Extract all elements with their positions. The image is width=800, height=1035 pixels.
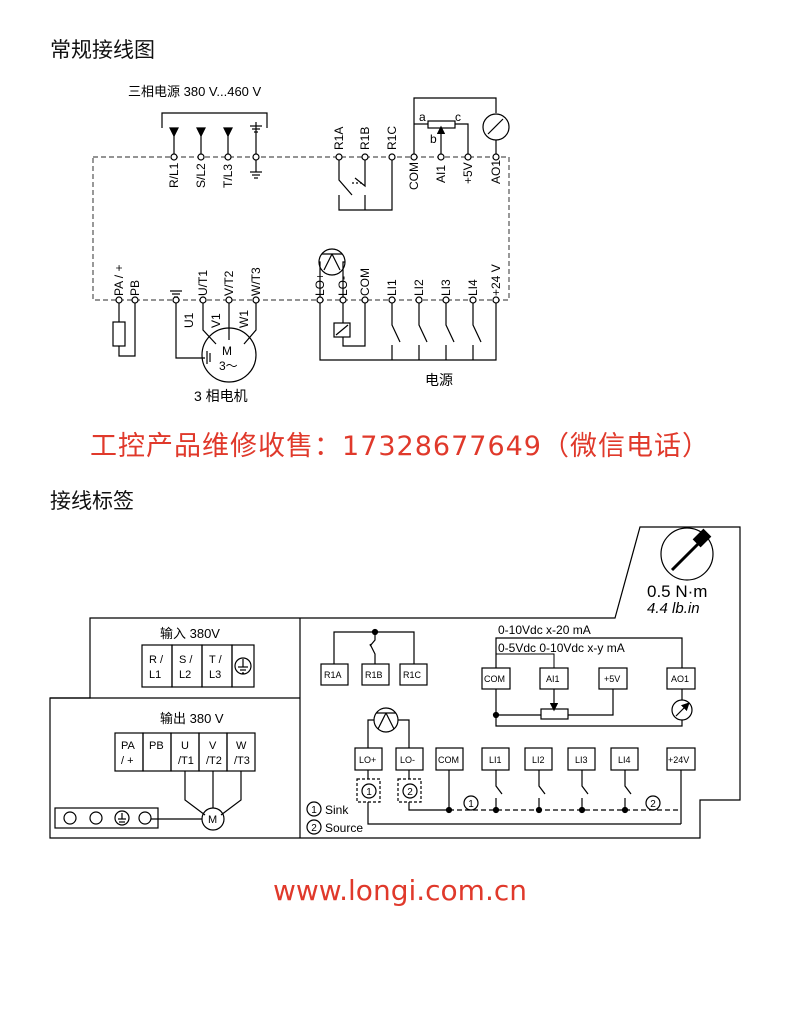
terminal-r-l1: R/L1 — [167, 162, 181, 188]
wiring-label-diagram — [49, 526, 741, 839]
torque-metric: 0.5 N·m — [647, 582, 707, 601]
motor-icon — [201, 327, 257, 383]
motor-symbol: M — [222, 344, 232, 358]
input-s-top: S / — [179, 654, 193, 666]
terminal-r1b: R1B — [358, 127, 372, 150]
terminal-r1c: R1C — [385, 126, 399, 150]
input-s-bottom: L2 — [179, 669, 191, 681]
terminal-lo-minus: LO- — [336, 276, 350, 296]
input-title: 输入 380V — [160, 626, 220, 641]
pot-letter-b: b — [430, 132, 437, 146]
terminal-pb: PB — [128, 280, 142, 296]
box-lo-minus: LO- — [400, 755, 415, 765]
terminal-li2: LI2 — [412, 279, 426, 296]
mark-source-line: 2 — [650, 799, 656, 810]
mark-sink-line: 1 — [468, 799, 474, 810]
terminal-24v: +24 V — [489, 264, 503, 296]
input-r-top: R / — [149, 654, 164, 666]
box-li1: LI1 — [489, 755, 502, 765]
output-pa-top: PA — [121, 740, 136, 752]
output-v-bottom: /T2 — [206, 755, 222, 767]
output-title: 输出 380 V — [160, 711, 224, 726]
output-v-top: V — [209, 740, 217, 752]
box-ao1: AO1 — [671, 674, 689, 684]
box-li2: LI2 — [532, 755, 545, 765]
box-r1b: R1B — [365, 670, 383, 680]
terminal-5v: +5V — [461, 162, 475, 184]
lamp-icon — [318, 248, 346, 276]
website-url[interactable]: www.longi.com.cn — [273, 874, 527, 907]
terminal-u-t1: U/T1 — [196, 270, 210, 296]
input-r-bottom: L1 — [149, 669, 161, 681]
winding-w1: W1 — [237, 310, 251, 328]
box-5v: +5V — [604, 674, 620, 684]
terminal-t-l3: T/L3 — [221, 164, 235, 188]
box-li4: LI4 — [618, 755, 631, 765]
lamp-icon-label — [373, 707, 399, 733]
output-w-bottom: /T3 — [234, 755, 250, 767]
supply-arrow-icons — [169, 122, 262, 179]
input-t-bottom: L3 — [209, 669, 221, 681]
box-ai1: AI1 — [546, 674, 560, 684]
terminal-v-t2: V/T2 — [222, 270, 236, 296]
terminal-pa: PA / + — [112, 265, 126, 296]
supply-label: 三相电源 380 V...460 V — [128, 84, 262, 99]
torque-imperial: 4.4 lb.in — [647, 600, 700, 617]
wiring-label-title: 接线标签 — [50, 489, 134, 513]
terminal-li4: LI4 — [466, 279, 480, 296]
standard-wiring-diagram — [92, 97, 510, 383]
motor-label: 3 相电机 — [194, 388, 248, 404]
terminal-lo-plus: LO+ — [313, 273, 327, 296]
terminal-w-t3: W/T3 — [249, 267, 263, 296]
box-lo-plus: LO+ — [359, 755, 376, 765]
legend-mark-1: 1 — [311, 805, 317, 816]
terminal-li3: LI3 — [439, 279, 453, 296]
analog-range-2: 0-5Vdc 0-10Vdc x-y mA — [498, 641, 625, 655]
promo-banner: 工控产品维修收售：17328677649（微信电话） — [90, 431, 710, 462]
terminal-ao1: AO1 — [489, 160, 503, 184]
motor-phase: 3～ — [219, 359, 238, 373]
legend-source: Source — [325, 821, 363, 835]
box-r1c: R1C — [403, 670, 422, 680]
meter-icon-label — [671, 699, 693, 721]
terminal-r1a: R1A — [332, 127, 346, 150]
torque-screwdriver-icon — [660, 527, 714, 581]
legend-sink: Sink — [325, 803, 349, 817]
pot-letter-a: a — [419, 110, 426, 124]
terminal-com-bottom: COM — [358, 268, 372, 296]
box-li3: LI3 — [575, 755, 588, 765]
wiring-diagram-title: 常规接线图 — [50, 38, 155, 62]
output-pb: PB — [149, 740, 164, 752]
input-t-top: T / — [209, 654, 223, 666]
power-label: 电源 — [425, 372, 453, 388]
box-r1a: R1A — [324, 670, 342, 680]
output-u-bottom: /T1 — [178, 755, 194, 767]
label-motor-symbol: M — [208, 814, 217, 826]
mark-2-lo-plus: 1 — [366, 787, 372, 798]
legend-mark-2: 2 — [311, 823, 317, 834]
ground-icon — [234, 657, 252, 675]
winding-v1: V1 — [209, 313, 223, 328]
output-u-top: U — [181, 740, 189, 752]
pot-letter-c: c — [455, 110, 461, 124]
meter-icon — [482, 113, 510, 141]
output-pa-bottom: / + — [121, 755, 134, 767]
box-com-analog: COM — [484, 674, 505, 684]
terminal-s-l2: S/L2 — [194, 163, 208, 188]
output-w-top: W — [236, 740, 247, 752]
terminal-li1: LI1 — [385, 279, 399, 296]
box-com-logic: COM — [438, 755, 459, 765]
analog-range-1: 0-10Vdc x-20 mA — [498, 623, 591, 637]
box-24v: +24V — [668, 755, 689, 765]
winding-u1: U1 — [182, 312, 196, 328]
mark-2-lo-minus: 2 — [407, 787, 413, 798]
terminal-com-top: COM — [407, 162, 421, 190]
terminal-ai1: AI1 — [434, 165, 448, 183]
